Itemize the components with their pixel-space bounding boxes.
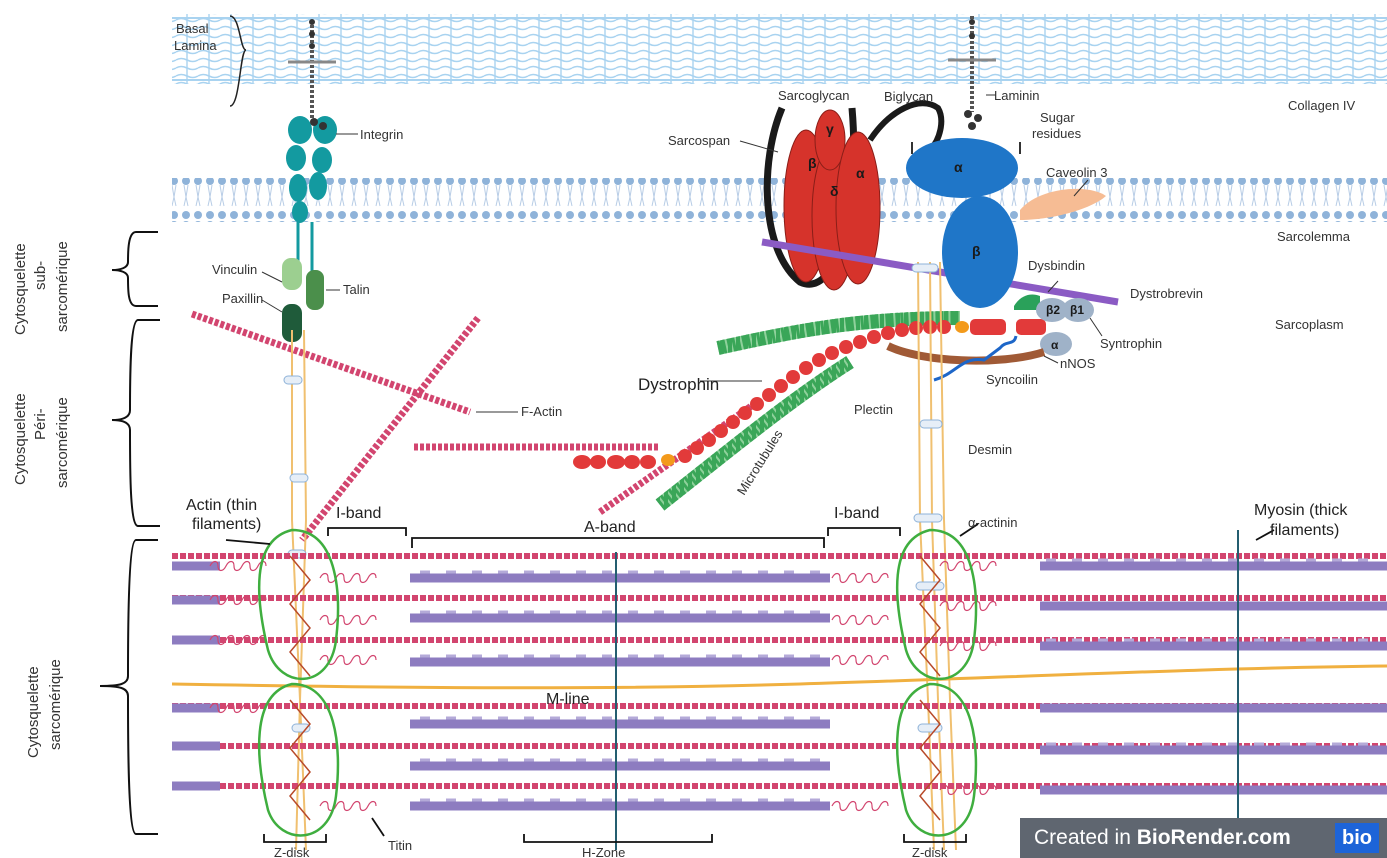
sarcolemma-bilayer <box>172 178 1387 222</box>
f-actin-strands <box>190 310 763 543</box>
sarcoglycan-delta: δ <box>830 183 839 199</box>
vinculin-label: Vinculin <box>212 262 257 277</box>
collagen-label: Collagen IV <box>1288 98 1356 113</box>
dystrobrevin-label: Dystrobrevin <box>1130 286 1203 301</box>
a-band-label: A-band <box>584 519 636 536</box>
basal-lamina-brace <box>229 15 247 107</box>
biorender-badge[interactable]: Created in BioRender.com bio <box>1020 818 1387 858</box>
band-brackets <box>225 523 1275 843</box>
integrin-label: Integrin <box>360 127 403 142</box>
i-band-right-label: I-band <box>834 505 879 522</box>
nnos-label: nNOS <box>1060 356 1096 371</box>
syntrophin-beta1: β1 <box>1070 303 1084 317</box>
side-sarc-1: Cytosquelette <box>25 666 42 758</box>
f-actin-label: F-Actin <box>521 404 562 419</box>
myosin-label-2: filaments) <box>1270 522 1339 539</box>
side-peri-3: sarcomérique <box>54 397 71 488</box>
side-labels: Cytosquelette sub- sarcomérique Cytosque… <box>12 241 71 758</box>
sarcoglycan-beta: β <box>808 155 817 171</box>
sarcoglycan-label: Sarcoglycan <box>778 88 850 103</box>
dystroglycan-complex <box>906 16 1106 308</box>
actin-label-2: filaments) <box>192 516 261 533</box>
sarcomere-filaments <box>171 528 1387 850</box>
sarcoplasm-label: Sarcoplasm <box>1275 317 1344 332</box>
dystrobrevin-syntrophin <box>886 280 1103 382</box>
alpha-actinin-label: α-actinin <box>968 515 1017 530</box>
desmin-filaments <box>283 261 957 851</box>
m-line-label: M-line <box>546 691 590 708</box>
microtubules <box>655 311 961 511</box>
sarcolemma-label: Sarcolemma <box>1277 229 1351 244</box>
integrin-complex <box>286 19 358 272</box>
side-sub-3: sarcomérique <box>54 241 71 332</box>
badge-prefix: Created in <box>1034 826 1137 849</box>
talin-label: Talin <box>343 282 370 297</box>
myosin-label-1: Myosin (thick <box>1254 502 1348 519</box>
plectin-label: Plectin <box>854 402 893 417</box>
dystroglycan-beta: β <box>972 243 981 259</box>
basal-lamina <box>172 14 1387 107</box>
dystrophin-label: Dystrophin <box>638 375 719 394</box>
h-zone-label: H-Zone <box>582 845 625 858</box>
biorender-logo-icon: bio <box>1335 823 1379 853</box>
syntrophin-alpha: α <box>1051 338 1059 352</box>
z-disk-left-label: Z-disk <box>274 845 310 858</box>
syntrophin-label: Syntrophin <box>1100 336 1162 351</box>
laminin-label: Laminin <box>994 88 1040 103</box>
titin-label: Titin <box>388 838 412 853</box>
actin-label-1: Actin (thin <box>186 497 257 514</box>
syntrophin-beta2: β2 <box>1046 303 1060 317</box>
basal-lamina-label-1: Basal <box>176 21 209 36</box>
dysbindin-label: Dysbindin <box>1028 258 1085 273</box>
sugar-label-1: Sugar <box>1040 110 1075 125</box>
sarcoglycan-gamma: γ <box>826 121 834 137</box>
desmin-label: Desmin <box>968 442 1012 457</box>
side-sub-2: sub- <box>32 261 49 290</box>
side-sub-1: Cytosquelette <box>12 243 29 335</box>
badge-brand: BioRender.com <box>1136 826 1291 849</box>
biglycan-label: Biglycan <box>884 89 933 104</box>
side-sarc-2: sarcomérique <box>47 659 64 750</box>
dystroglycan-alpha: α <box>954 159 963 175</box>
side-peri-1: Cytosquelette <box>12 393 29 485</box>
paxillin-label: Paxillin <box>222 291 263 306</box>
sarcoglycan-alpha: α <box>856 165 865 181</box>
vinculin-talin-paxillin <box>261 258 340 342</box>
i-band-left-label: I-band <box>336 505 381 522</box>
basal-lamina-label-2: Lamina <box>174 38 217 53</box>
side-peri-2: Péri- <box>32 408 49 440</box>
biorender-badge-text: Created in BioRender.com <box>1020 826 1291 850</box>
side-braces <box>99 231 160 835</box>
syncoilin-label: Syncoilin <box>986 372 1038 387</box>
titin-strand <box>171 664 1387 690</box>
sarcospan-label: Sarcospan <box>668 133 730 148</box>
z-disk-right-label: Z-disk <box>912 845 948 858</box>
caveolin-label: Caveolin 3 <box>1046 165 1107 180</box>
sugar-label-2: residues <box>1032 126 1082 141</box>
